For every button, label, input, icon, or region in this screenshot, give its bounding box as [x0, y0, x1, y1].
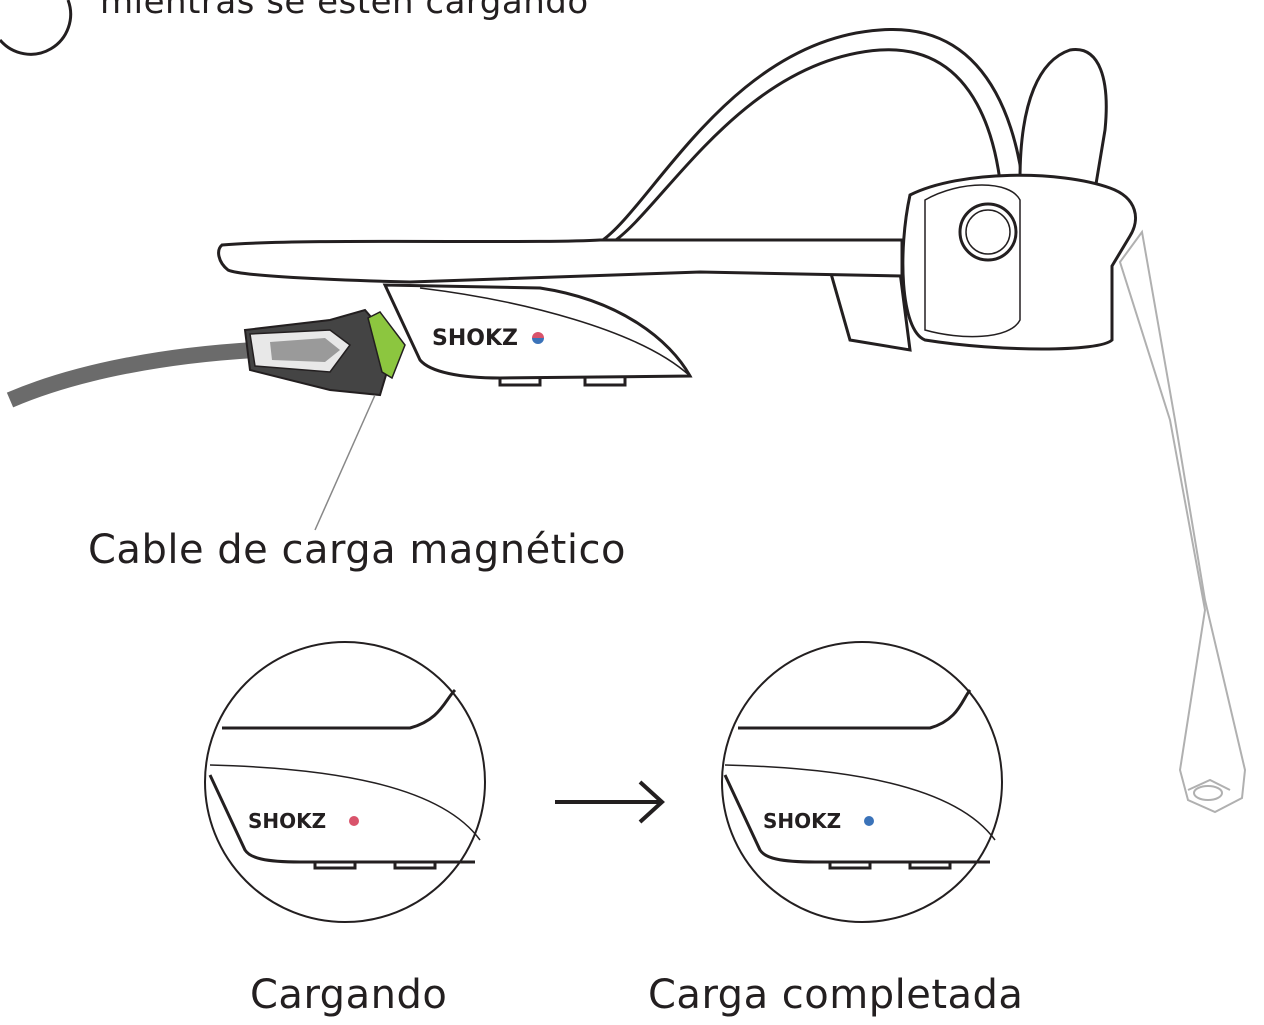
state-transition-arrow-icon: [555, 780, 665, 824]
zoom-circle-complete: SHOKZ: [721, 641, 1003, 923]
rear-earpiece: [827, 48, 1108, 352]
magnetic-charging-cable: [6, 308, 406, 531]
cable-label: Cable de carga magnético: [88, 527, 626, 573]
zoom-circle-charging: SHOKZ: [204, 641, 486, 923]
charging-brand-logo: SHOKZ: [248, 809, 326, 833]
headset-body: [217, 238, 904, 387]
headset-brand-logo: SHOKZ: [432, 326, 518, 351]
led-red-icon: [349, 816, 359, 826]
front-earpiece: [901, 173, 1137, 351]
boom-microphone: [1118, 229, 1247, 814]
neckband: [599, 28, 1027, 246]
led-blue-icon: [864, 816, 874, 826]
complete-brand-logo: SHOKZ: [763, 809, 841, 833]
note-text: mientras se estén cargando: [100, 0, 589, 22]
charging-state-label: Cargando: [250, 972, 448, 1018]
step-number-circle: [0, 0, 73, 56]
led-indicator-icon: [532, 332, 544, 344]
complete-state-label: Carga completada: [648, 972, 1024, 1018]
